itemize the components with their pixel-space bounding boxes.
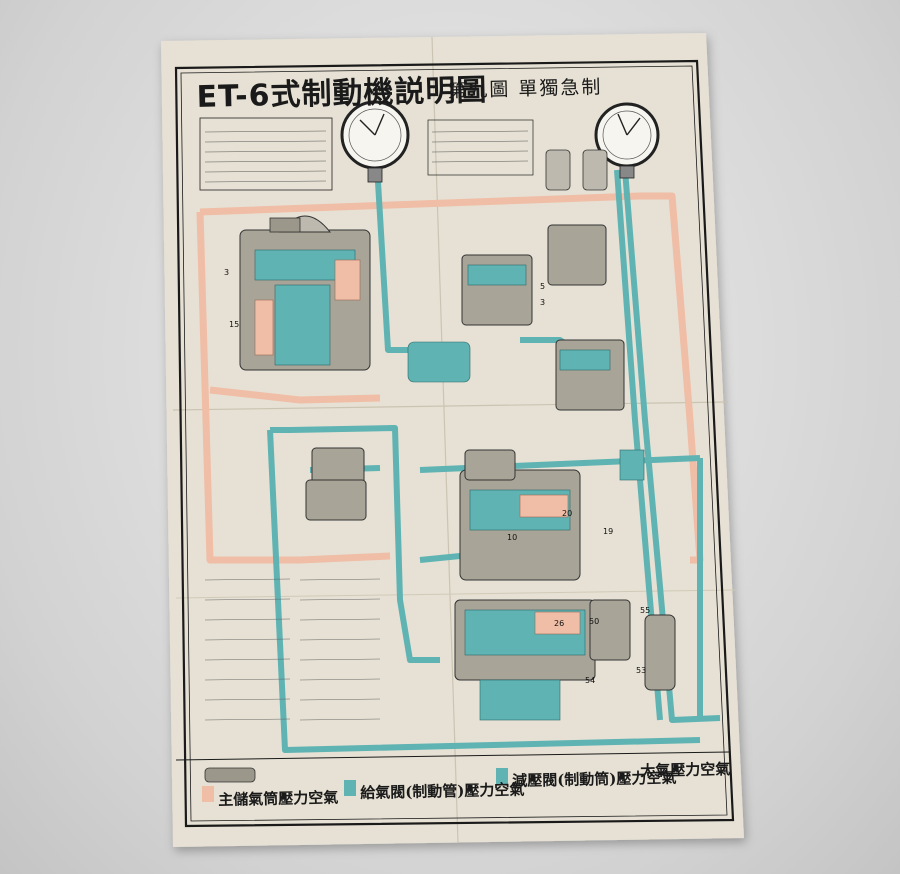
pipe-legend-lines bbox=[204, 130, 327, 183]
gauge-left bbox=[340, 100, 410, 183]
cutout-cock bbox=[204, 767, 256, 783]
pipe-legend-box bbox=[199, 117, 333, 191]
pink-chambers bbox=[254, 259, 581, 635]
handle-grip bbox=[269, 217, 301, 233]
legend-swatch-feed-valve bbox=[344, 780, 356, 796]
legend-feed-valve: 給氣閥(制動管)壓力空氣 bbox=[360, 780, 525, 802]
part-number: 10 bbox=[507, 533, 518, 542]
mid-legend-lines bbox=[431, 130, 529, 163]
part-number: 5 bbox=[540, 282, 546, 291]
part-number: 19 bbox=[603, 527, 614, 536]
part-number: 53 bbox=[636, 666, 647, 675]
poster-subtitle: 第九圖 單獨急制 bbox=[447, 76, 603, 102]
poster-border bbox=[174, 59, 735, 828]
part-number: 54 bbox=[585, 676, 596, 685]
governor-heads bbox=[545, 149, 608, 191]
legend-main-reservoir: 主儲氣筒壓力空氣 bbox=[218, 788, 339, 809]
part-number: 15 bbox=[229, 320, 240, 329]
gauge-right bbox=[594, 102, 660, 179]
fold-line bbox=[431, 36, 459, 844]
part-number: 26 bbox=[554, 619, 565, 628]
legend-swatch-main-reservoir bbox=[202, 786, 214, 802]
mid-legend-box bbox=[427, 119, 534, 176]
part-number: 55 bbox=[640, 606, 651, 615]
legend-divider bbox=[175, 751, 730, 761]
part-number: 3 bbox=[540, 298, 546, 307]
poster-title: ET-6式制動機説明圖 bbox=[196, 72, 488, 115]
part-number: 20 bbox=[562, 509, 573, 518]
legend-atmosphere: 大氣壓力空氣 bbox=[640, 760, 731, 780]
part-number: 3 bbox=[224, 268, 230, 277]
part-number: 50 bbox=[589, 617, 600, 626]
legend-swatch-reducing-valve bbox=[496, 768, 508, 784]
poster-inner-border bbox=[180, 65, 728, 822]
fold-line bbox=[175, 589, 736, 599]
parts-list-lines bbox=[204, 578, 381, 721]
poster-paper bbox=[161, 33, 744, 847]
